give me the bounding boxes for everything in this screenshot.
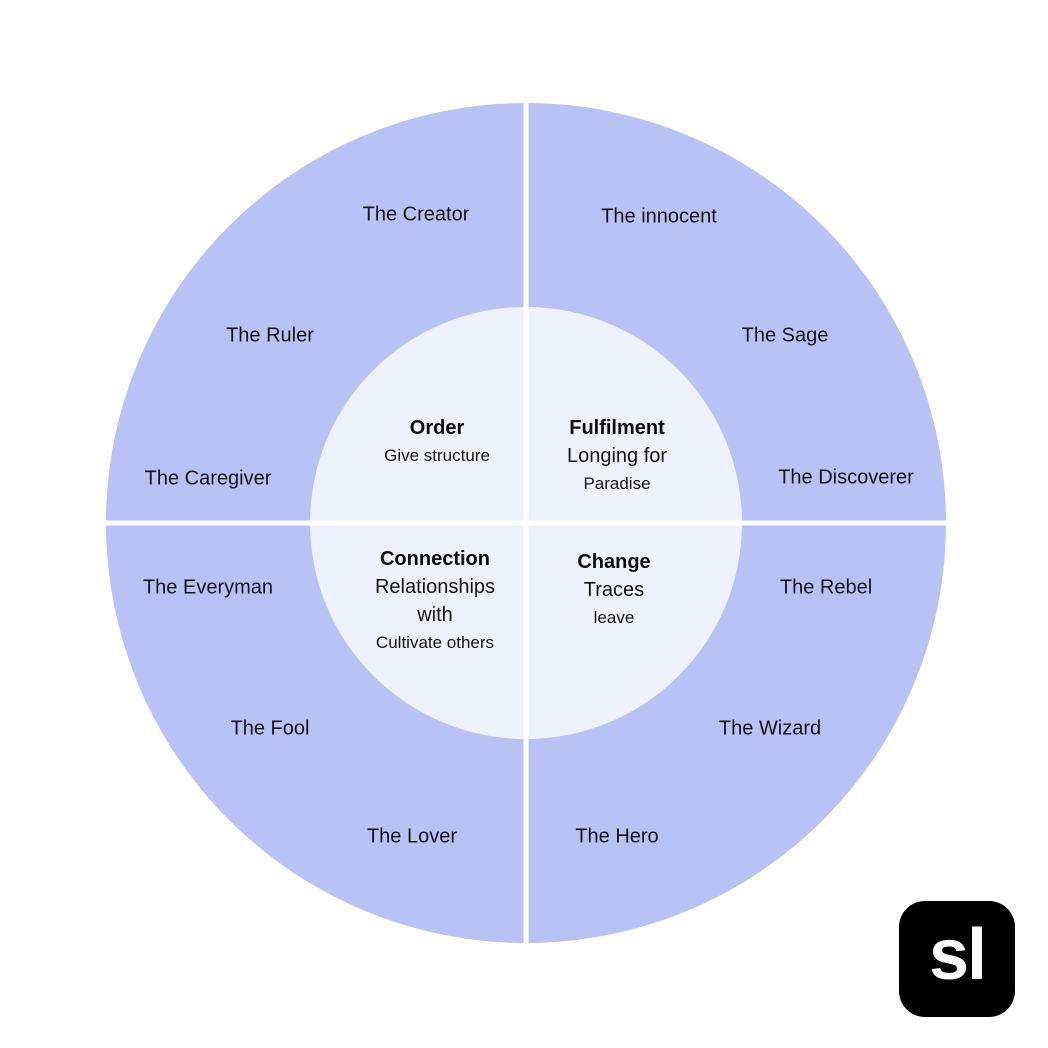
core-fulfilment-line-1: Longing for: [566, 445, 668, 467]
core-change-line-1: Traces: [583, 579, 645, 601]
core-change: Change Traces leave: [577, 548, 650, 632]
core-connection: Connection Relationships with Cultivate …: [375, 545, 495, 657]
archetype-fool: The Fool: [230, 717, 310, 740]
core-order-title: Order: [409, 417, 465, 439]
brand-logo-icon: sl: [899, 901, 1015, 1017]
archetype-discoverer: The Discoverer: [778, 466, 914, 489]
archetype-hero: The Hero: [575, 825, 659, 848]
core-fulfilment-line-2: Paradise: [583, 474, 651, 493]
archetype-innocent: The innocent: [601, 205, 717, 228]
archetype-caregiver: The Caregiver: [144, 467, 272, 490]
core-change-line-2: leave: [593, 608, 635, 627]
archetype-ruler: The Ruler: [226, 324, 314, 347]
archetype-wizard: The Wizard: [718, 717, 822, 740]
core-connection-title: Connection: [379, 548, 490, 570]
core-order: Order Give structure: [384, 414, 490, 470]
core-connection-line-2: with: [417, 604, 453, 626]
core-fulfilment-title: Fulfilment: [569, 417, 665, 439]
archetype-everyman: The Everyman: [142, 576, 274, 599]
core-fulfilment: Fulfilment Longing for Paradise: [567, 414, 667, 498]
core-connection-line-3: Cultivate others: [375, 633, 495, 652]
archetype-lover: The Lover: [366, 825, 458, 848]
archetype-sage: The Sage: [741, 324, 829, 347]
archetype-rebel: The Rebel: [779, 576, 873, 599]
core-change-title: Change: [577, 551, 651, 573]
core-order-line-1: Give structure: [384, 446, 490, 465]
archetype-creator: The Creator: [362, 203, 470, 226]
brand-logo-text: sl: [928, 915, 987, 995]
core-connection-line-1: Relationships: [374, 576, 496, 598]
